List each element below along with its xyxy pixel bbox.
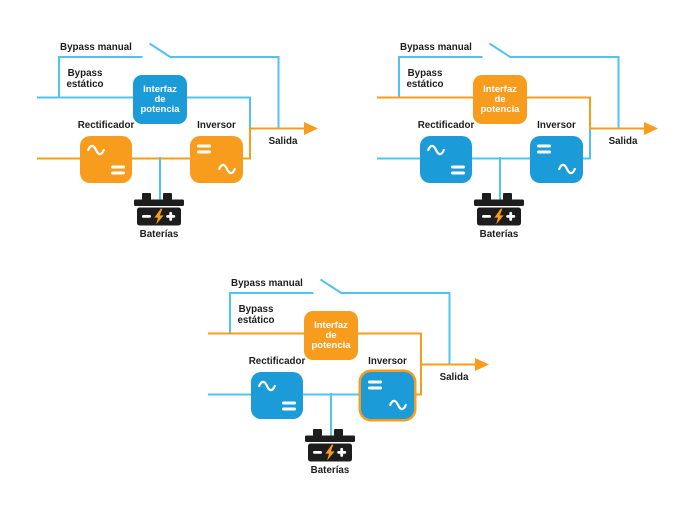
inverter-box [190,136,243,183]
output-label: Salida [608,136,638,147]
lightning-bolt-icon [325,444,335,461]
output-arrowhead [475,358,489,371]
battery-icon [474,193,524,226]
inverter-label: Inversor [368,356,407,367]
ac-sine-icon [389,399,407,411]
ups-diagram-1: Bypass manual Bypass estático Interfaz d… [30,38,322,248]
switch-blade-icon [148,42,172,59]
output-label: Salida [439,372,469,383]
rectifier-box [251,372,303,419]
rectifier-label: Rectificador [417,120,475,131]
rectifier-box [420,136,472,183]
inverter-label: Inversor [197,120,236,131]
bypass-manual-wire [398,56,483,98]
power-interface-box: Interfaz de potencia [473,75,527,124]
lightning-bolt-icon [494,208,504,225]
rectifier-label: Rectificador [77,120,135,131]
dc-equals-icon [282,401,296,411]
rectifier-label: Rectificador [248,356,306,367]
inverter-label: Inversor [537,120,576,131]
dc-equals-icon [451,165,465,175]
power-interface-box: Interfaz de potencia [304,311,358,360]
ac-sine-icon [558,163,576,175]
ac-sine-icon [218,163,236,175]
battery-icon [305,429,355,462]
batteries-label: Baterías [310,465,350,476]
batteries-label: Baterías [479,229,519,240]
ups-diagram-3: Bypass manual Bypass estático Interfaz d… [201,274,493,484]
ups-diagram-2: Bypass manual Bypass estático Interfaz d… [370,38,662,248]
bypass-static-label: Bypass estático [406,68,444,90]
wiring-diagram [37,42,318,226]
inverter-box-highlighted [361,372,414,419]
output-arrowhead [644,122,658,135]
dc-equals-icon [197,144,211,154]
switch-blade-icon [319,278,343,295]
output-arrowhead [304,122,318,135]
switch-blade-icon [488,42,512,59]
bypass-manual-wire-right [510,56,620,128]
bypass-manual-wire-right [170,56,280,128]
bypass-manual-wire [229,292,314,334]
power-interface-label: Interfaz de potencia [311,319,351,351]
dc-equals-icon [537,144,551,154]
bypass-manual-label: Bypass manual [60,42,132,53]
ac-sine-icon [87,144,105,156]
bypass-static-label: Bypass estático [237,304,275,326]
inverter-box [530,136,583,183]
ac-sine-icon [258,380,276,392]
rectifier-box [80,136,132,183]
output-label: Salida [268,136,298,147]
dc-equals-icon [111,165,125,175]
bypass-manual-label: Bypass manual [231,278,303,289]
power-interface-label: Interfaz de potencia [140,83,180,115]
power-interface-label: Interfaz de potencia [480,83,520,115]
bypass-manual-wire-right [341,292,451,364]
power-interface-box: Interfaz de potencia [133,75,187,124]
bypass-manual-label: Bypass manual [400,42,472,53]
bypass-manual-wire [58,56,143,98]
bypass-static-label: Bypass estático [66,68,104,90]
lightning-bolt-icon [154,208,164,225]
batteries-label: Baterías [139,229,179,240]
ac-sine-icon [427,144,445,156]
battery-icon [134,193,184,226]
dc-equals-icon [368,380,382,390]
